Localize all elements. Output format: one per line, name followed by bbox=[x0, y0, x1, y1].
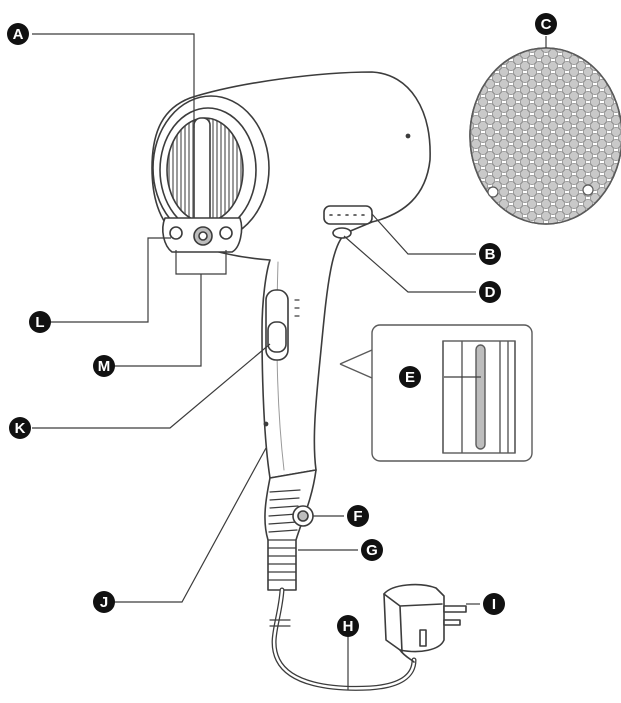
filter-center-bar bbox=[193, 117, 211, 225]
cord-protector-ribs bbox=[267, 489, 301, 581]
label-M-text: M bbox=[98, 358, 111, 375]
filter-cover-accessory bbox=[469, 47, 621, 225]
power-plug bbox=[383, 583, 467, 663]
hair-dryer bbox=[151, 71, 467, 691]
label-H-text: H bbox=[343, 618, 354, 635]
label-B: B bbox=[479, 243, 501, 265]
label-A-text: A bbox=[13, 26, 24, 43]
nozzle-vent-lower bbox=[332, 227, 352, 239]
label-J: J bbox=[93, 591, 115, 613]
label-J-text: J bbox=[100, 594, 108, 611]
label-B-text: B bbox=[485, 246, 496, 263]
mode-switch-knob bbox=[267, 321, 287, 353]
leader-lines bbox=[32, 33, 547, 690]
rear-control-center-inner bbox=[198, 231, 208, 241]
label-M: M bbox=[93, 355, 115, 377]
label-L-text: L bbox=[35, 314, 44, 331]
label-F: F bbox=[347, 505, 369, 527]
label-E: E bbox=[399, 366, 421, 388]
rear-control-right bbox=[219, 226, 233, 240]
label-D: D bbox=[479, 281, 501, 303]
label-D-text: D bbox=[485, 284, 496, 301]
label-G-text: G bbox=[366, 542, 378, 559]
label-A: A bbox=[7, 23, 29, 45]
label-F-text: F bbox=[353, 508, 362, 525]
label-H: H bbox=[337, 615, 359, 637]
label-I: I bbox=[483, 593, 505, 615]
label-E-text: E bbox=[405, 369, 415, 386]
label-K: K bbox=[9, 417, 31, 439]
detail-callout bbox=[339, 324, 533, 462]
rear-control-left bbox=[169, 226, 183, 240]
label-L: L bbox=[29, 311, 51, 333]
label-G: G bbox=[361, 539, 383, 561]
label-C-text: C bbox=[541, 16, 552, 33]
label-I-text: I bbox=[492, 596, 496, 613]
label-K-text: K bbox=[15, 420, 26, 437]
label-C: C bbox=[535, 13, 557, 35]
